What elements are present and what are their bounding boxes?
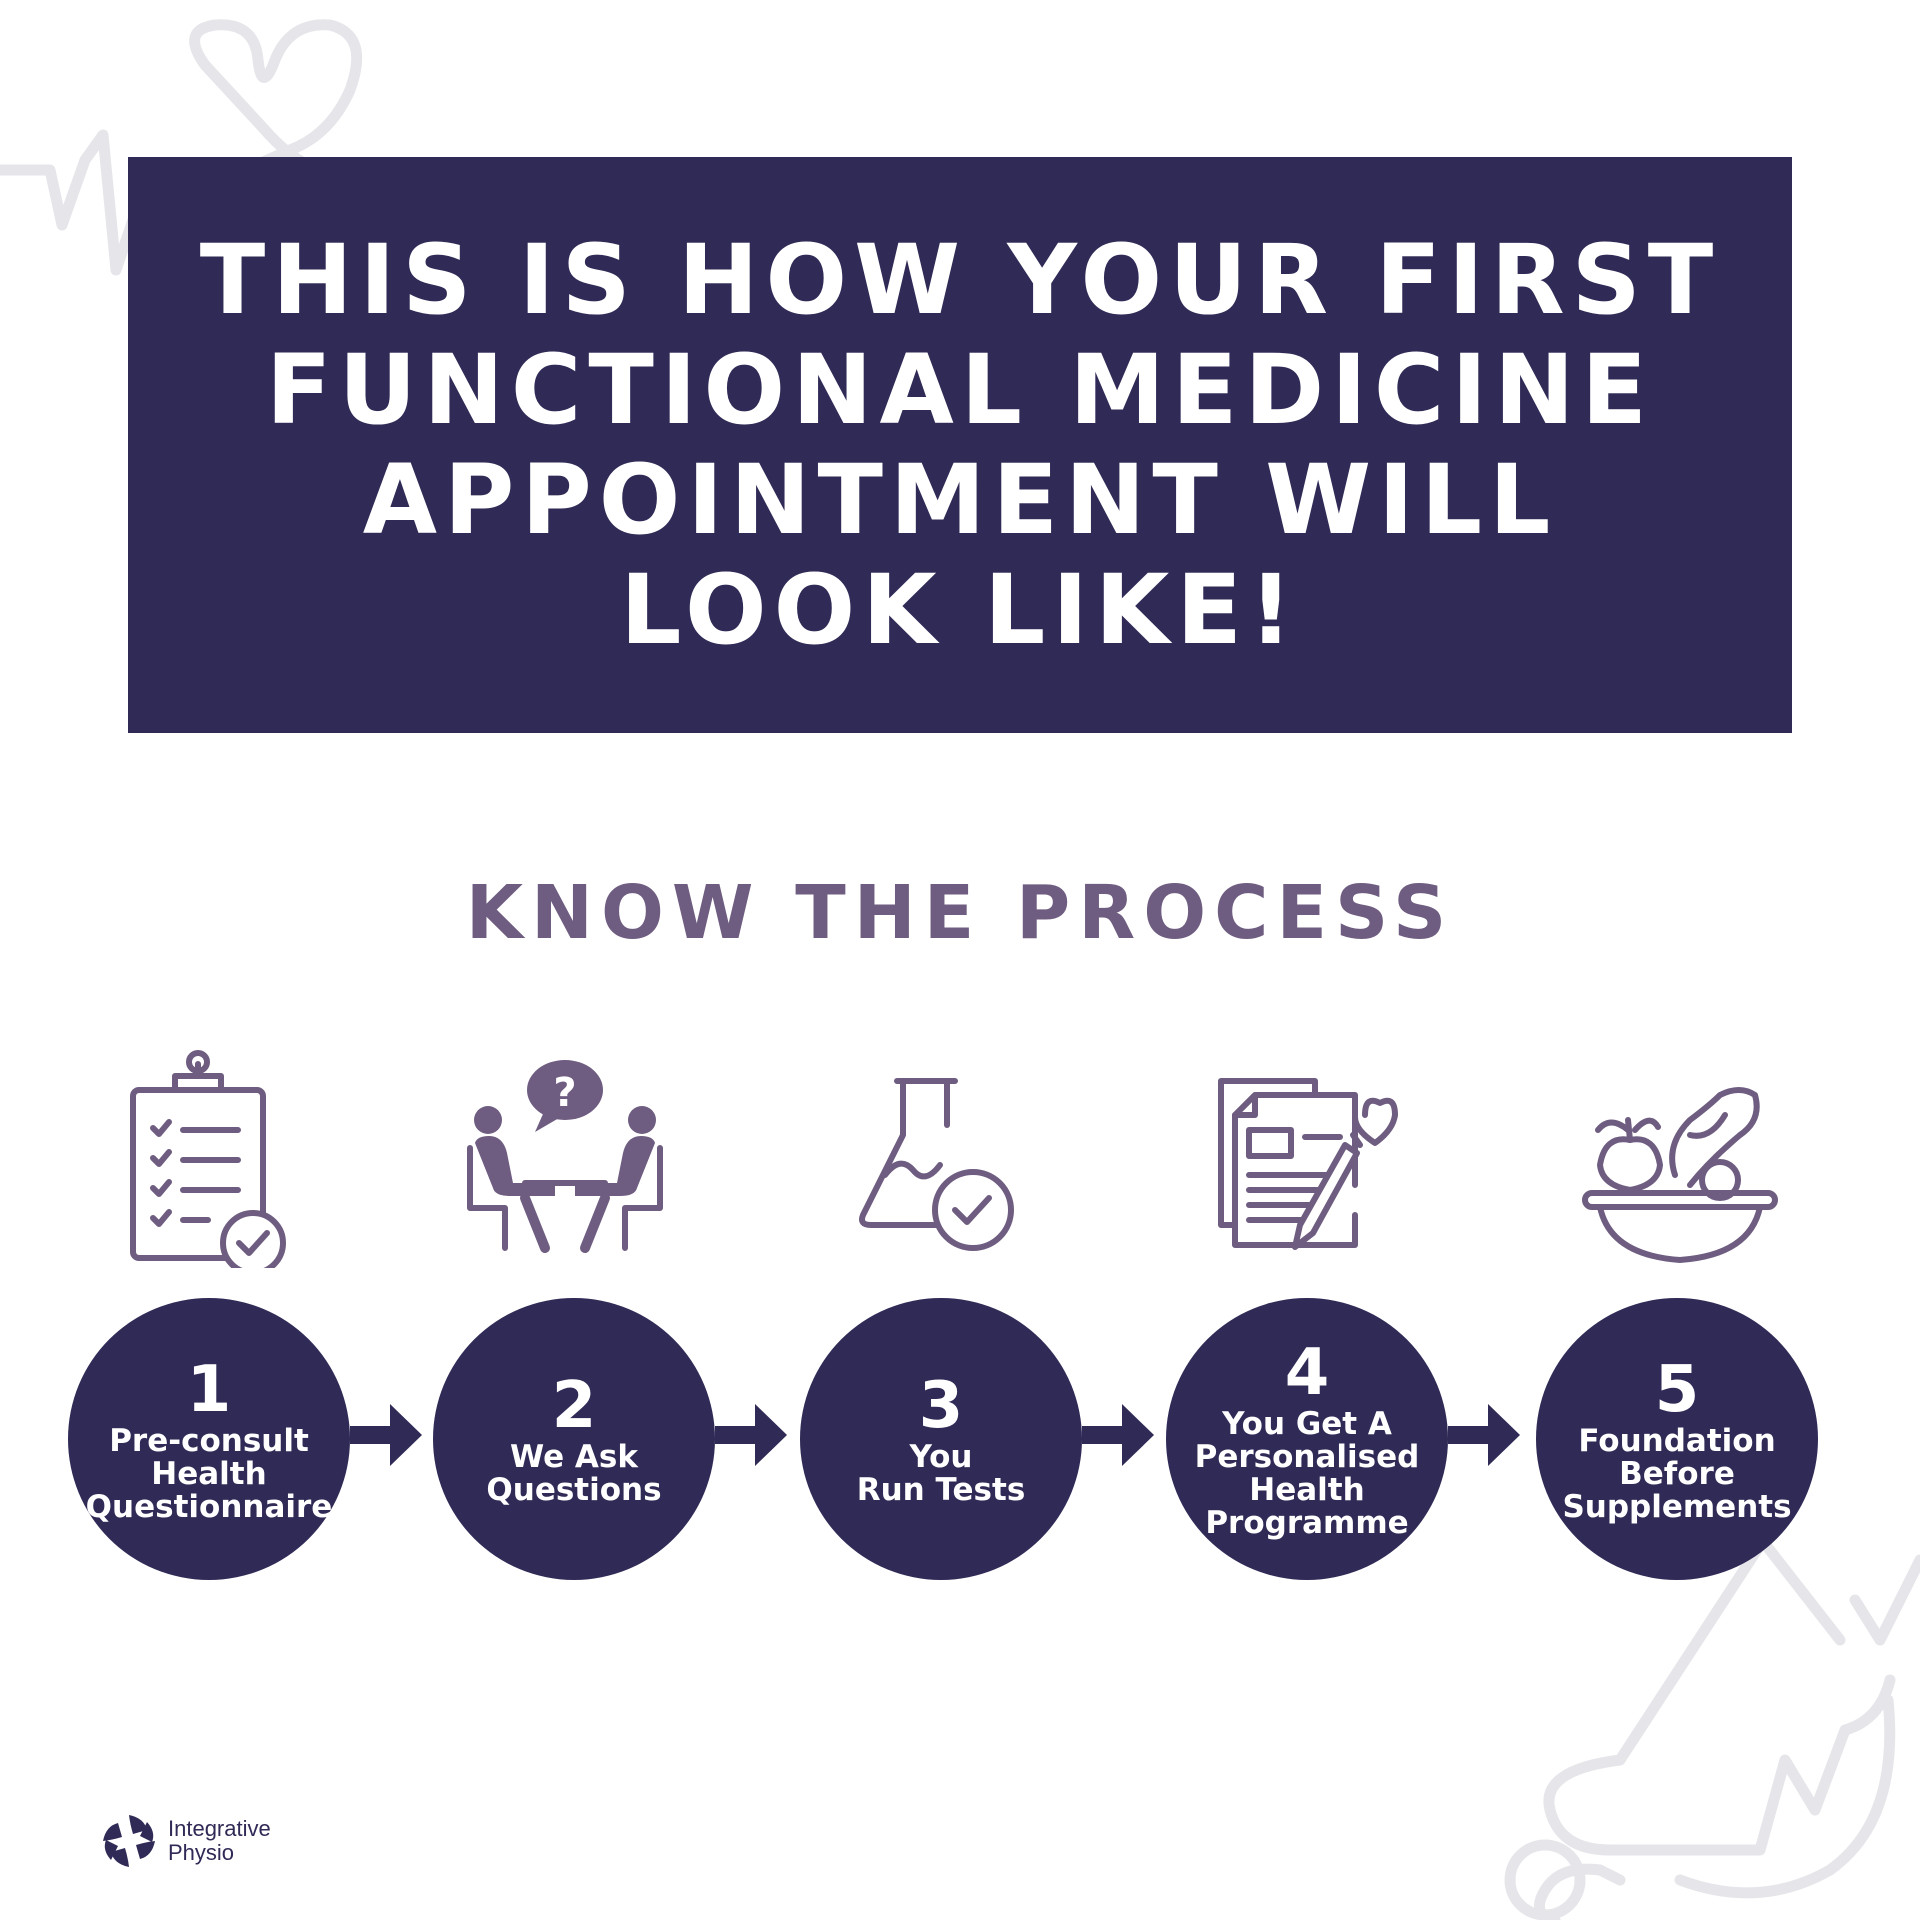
step-number: 2 bbox=[551, 1369, 597, 1443]
page-title: THIS IS HOW YOUR FIRST FUNCTIONAL MEDICI… bbox=[199, 224, 1721, 666]
clipboard-checklist-icon bbox=[103, 1048, 303, 1276]
arrow-right-icon bbox=[350, 1404, 422, 1466]
title-banner: THIS IS HOW YOUR FIRST FUNCTIONAL MEDICI… bbox=[128, 157, 1792, 733]
step-label: You Run Tests bbox=[856, 1439, 1026, 1508]
brand-logo: Integrative Physio bbox=[100, 1812, 271, 1870]
step-circle-1: 1 Pre-consult Health Questionnaire bbox=[68, 1298, 350, 1580]
step-circle-4: 4 You Get A Personalised Health Programm… bbox=[1166, 1298, 1448, 1580]
arrow-right-icon bbox=[1082, 1404, 1154, 1466]
step-number: 5 bbox=[1654, 1352, 1700, 1427]
step-label: You Get A Personalised Health Programme bbox=[1194, 1406, 1420, 1541]
arrow-right-icon bbox=[1448, 1404, 1520, 1466]
step-circle-3: 3 You Run Tests bbox=[800, 1298, 1082, 1580]
svg-text:?: ? bbox=[553, 1070, 576, 1116]
aperture-logo-icon bbox=[103, 1815, 155, 1867]
stethoscope-chest-piece-decoration bbox=[1504, 1839, 1586, 1920]
step-number: 1 bbox=[186, 1352, 232, 1427]
arrow-right-icon bbox=[715, 1404, 787, 1466]
lab-flask-icon bbox=[855, 1075, 1055, 1295]
step-label: Pre-consult Health Questionnaire bbox=[85, 1422, 333, 1525]
section-subtitle: KNOW THE PROCESS bbox=[465, 870, 1455, 956]
step-label: We Ask Questions bbox=[486, 1439, 662, 1508]
step-label: Foundation Before Supplements bbox=[1562, 1422, 1792, 1525]
step-circle-5: 5 Foundation Before Supplements bbox=[1536, 1298, 1818, 1580]
stethoscope-decoration bbox=[1533, 1524, 1920, 1920]
step-number: 3 bbox=[918, 1369, 964, 1443]
brand-name: Integrative Physio bbox=[168, 1816, 271, 1865]
step-number: 4 bbox=[1284, 1336, 1330, 1410]
consultation-icon: ? bbox=[465, 1048, 665, 1268]
food-bowl-icon bbox=[1580, 1075, 1780, 1295]
step-circle-2: 2 We Ask Questions bbox=[433, 1298, 715, 1580]
health-plan-document-icon bbox=[1215, 1075, 1415, 1295]
